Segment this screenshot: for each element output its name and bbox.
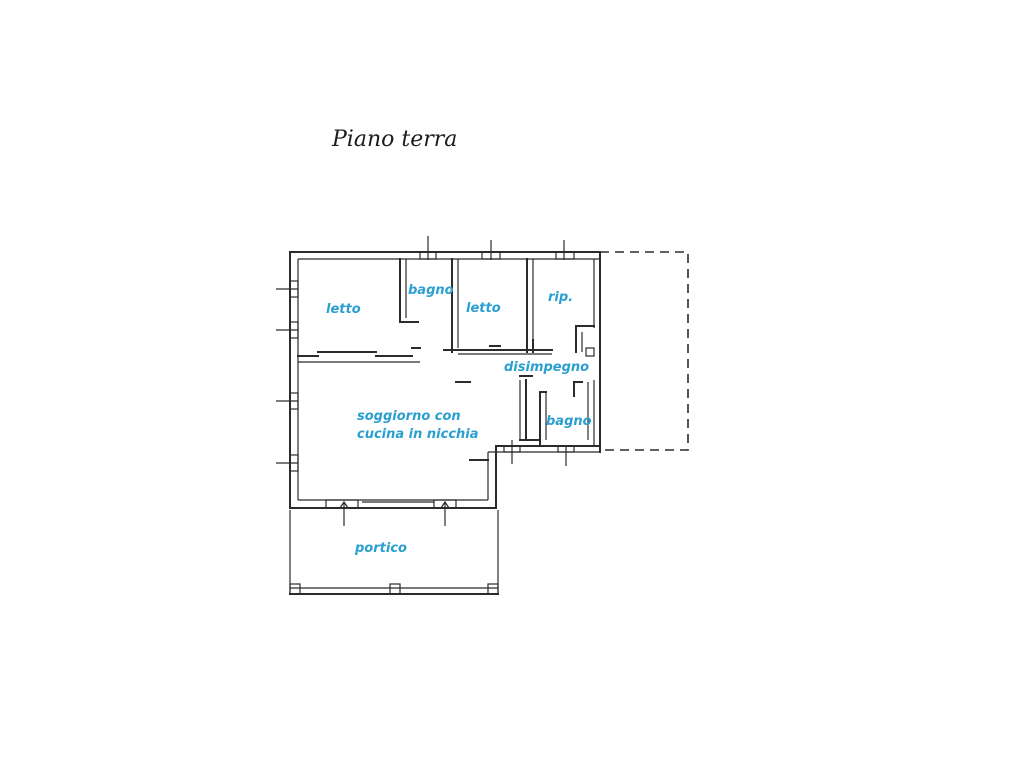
room-label-soggiorno-line2: cucina in nicchia — [357, 427, 479, 442]
interior-walls — [297, 258, 595, 461]
dashed-extension-outline — [600, 251, 689, 451]
room-label-letto-2: letto — [466, 301, 501, 316]
portico-outline — [289, 510, 499, 595]
room-labels: letto bagno letto rip. disimpegno soggio… — [326, 283, 592, 556]
room-label-soggiorno-line1: soggiorno con — [357, 409, 461, 424]
entry-arrows — [339, 500, 450, 526]
room-label-disimpegno: disimpegno — [504, 360, 589, 375]
room-label-bagno-2: bagno — [546, 414, 592, 429]
window-markers — [276, 236, 575, 509]
room-label-bagno-1: bagno — [408, 283, 454, 298]
plan-title: Piano terra — [331, 127, 457, 152]
room-label-letto-1: letto — [326, 302, 361, 317]
room-label-portico: portico — [354, 541, 407, 556]
room-label-ripostiglio: rip. — [548, 290, 573, 305]
